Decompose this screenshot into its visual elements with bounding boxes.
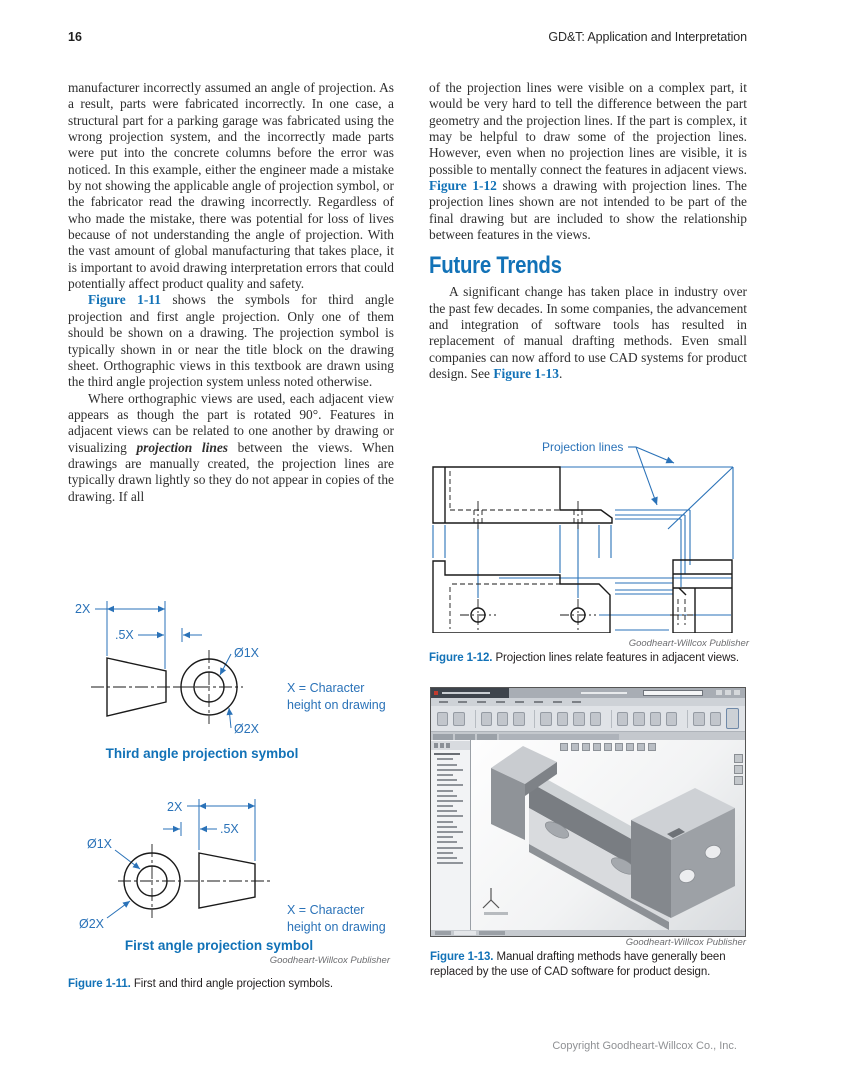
figure-credit: Goodheart-Willcox Publisher [628,638,749,649]
third-angle-label: Third angle projection symbol [106,746,299,761]
paragraph: of the projection lines were visible on … [429,80,747,243]
feature-manager-tree[interactable] [431,740,471,930]
paragraph: Figure 1-11 shows the symbols for third … [68,292,394,390]
block-right-face [671,808,735,918]
left-column: manufacturer incorrectly assumed an angl… [68,80,394,505]
side-view [672,559,733,634]
figure-credit: Goodheart-Willcox Publisher [270,955,391,966]
cad-title-bar [431,688,745,698]
figure-1-12: Projection lines [429,437,749,666]
app-logo-icon [431,688,509,698]
paragraph-text: A significant change has taken place in … [429,284,747,382]
cad-toolbar[interactable] [431,706,745,732]
dim-half-x: .5X [115,628,134,642]
search-box[interactable] [643,690,703,696]
cad-3d-model[interactable] [471,740,745,930]
page-header: 16 GD&T: Application and Interpretation [68,30,747,44]
projection-lines-label: Projection lines [542,440,623,454]
flange-edge-face [525,762,557,796]
block-hole [678,868,696,884]
front-view-hidden-lines [449,583,560,629]
dim-2x: 2X [167,800,183,814]
cad-menu-bar[interactable] [431,698,745,706]
section-heading: Future Trends [429,252,562,280]
first-angle-label: First angle projection symbol [125,938,313,953]
front-view [432,560,611,634]
figure-1-13-caption: Figure 1-13. Manual drafting methods hav… [430,951,726,979]
tree-header[interactable] [431,741,470,750]
paragraph: manufacturer incorrectly assumed an angl… [68,80,394,292]
right-column: of the projection lines were visible on … [429,80,747,383]
note-line-2: height on drawing [287,920,386,934]
projection-lines [432,466,734,631]
view-name-text [484,912,508,915]
beam-bottom-edge [529,844,669,930]
front-view-centerlines [460,599,596,631]
block-front-face [631,820,671,918]
third-angle-symbol [106,657,238,717]
figure-1-11-ref[interactable]: Figure 1-11 [88,292,161,308]
top-view-centerlines [477,501,579,531]
paragraph-text: shows a drawing with projection lines. T… [429,178,747,243]
figure-credit: Goodheart-Willcox Publisher [625,937,746,948]
projection-symbols-drawing: 2X .5X Ø1X Ø2X X = Character height on d… [75,601,391,966]
note-line-2: height on drawing [287,698,386,712]
third-angle-centerlines [91,650,243,724]
dim-half-x: .5X [220,822,239,836]
figure-1-12-caption: Figure 1-12. Projection lines relate fea… [429,652,740,664]
emphasis-projection-lines: projection lines [136,439,228,455]
view-heads-up-toolbar[interactable] [560,743,656,751]
command-manager-tabs[interactable] [431,732,745,740]
flange-top-face [491,746,557,784]
figure-1-12-ref[interactable]: Figure 1-12 [429,178,497,194]
projection-lines-drawing: Projection lines [432,440,734,634]
cad-workspace [431,740,745,930]
first-angle-centerlines [118,844,270,918]
figure-1-11: 2X .5X Ø1X Ø2X X = Character height on d… [65,592,395,992]
figure-1-11-caption: Figure 1-11. First and third angle proje… [68,978,333,990]
paragraph-text: of the projection lines were visible on … [429,80,747,177]
flange-left-face [491,768,525,840]
paragraph-text: . [558,366,563,382]
figure-1-13: Goodheart-Willcox Publisher Figure 1-13.… [430,687,746,980]
document-title [581,692,627,694]
note-line-1: X = Character [287,681,364,695]
paragraph-text: Where orthographic views are used, each … [68,390,394,455]
dim-dia-2x: Ø2X [234,722,260,736]
dim-dia-2x: Ø2X [79,917,105,931]
side-view-hidden-lines [677,599,686,625]
note-line-1: X = Character [287,903,364,917]
cad-status-bar [431,930,745,936]
block-top-face [631,788,735,840]
dim-dia-1x: Ø1X [234,646,260,660]
paragraph: Where orthographic views are used, each … [68,391,394,505]
copyright-footer: Copyright Goodheart-Willcox Co., Inc. [552,1040,737,1052]
top-view-hidden-lines [449,471,583,523]
dim-dia-1x: Ø1X [87,837,113,851]
page-number: 16 [68,30,82,44]
first-angle-dimensions [106,799,256,919]
orientation-triad-icon [482,888,500,909]
running-title: GD&T: Application and Interpretation [548,30,747,44]
window-buttons[interactable] [716,690,742,695]
paragraph-text: shows the symbols for third angle projec… [68,292,394,390]
dim-2x: 2X [75,602,91,616]
annotation-leaders [628,446,675,506]
graphics-viewport[interactable] [471,740,745,930]
viewport-side-toolbar[interactable] [734,754,743,785]
paragraph: A significant change has taken place in … [429,284,747,382]
third-angle-dimensions [95,601,233,729]
top-view [432,466,613,524]
block-hole [704,844,722,860]
web-hole [544,821,570,839]
active-tool-button[interactable] [725,708,739,729]
cad-application-window [430,687,746,937]
figure-1-13-ref[interactable]: Figure 1-13 [493,366,559,382]
paragraph-text: between the views. When drawings are man… [68,439,395,504]
block-notch [667,828,685,838]
